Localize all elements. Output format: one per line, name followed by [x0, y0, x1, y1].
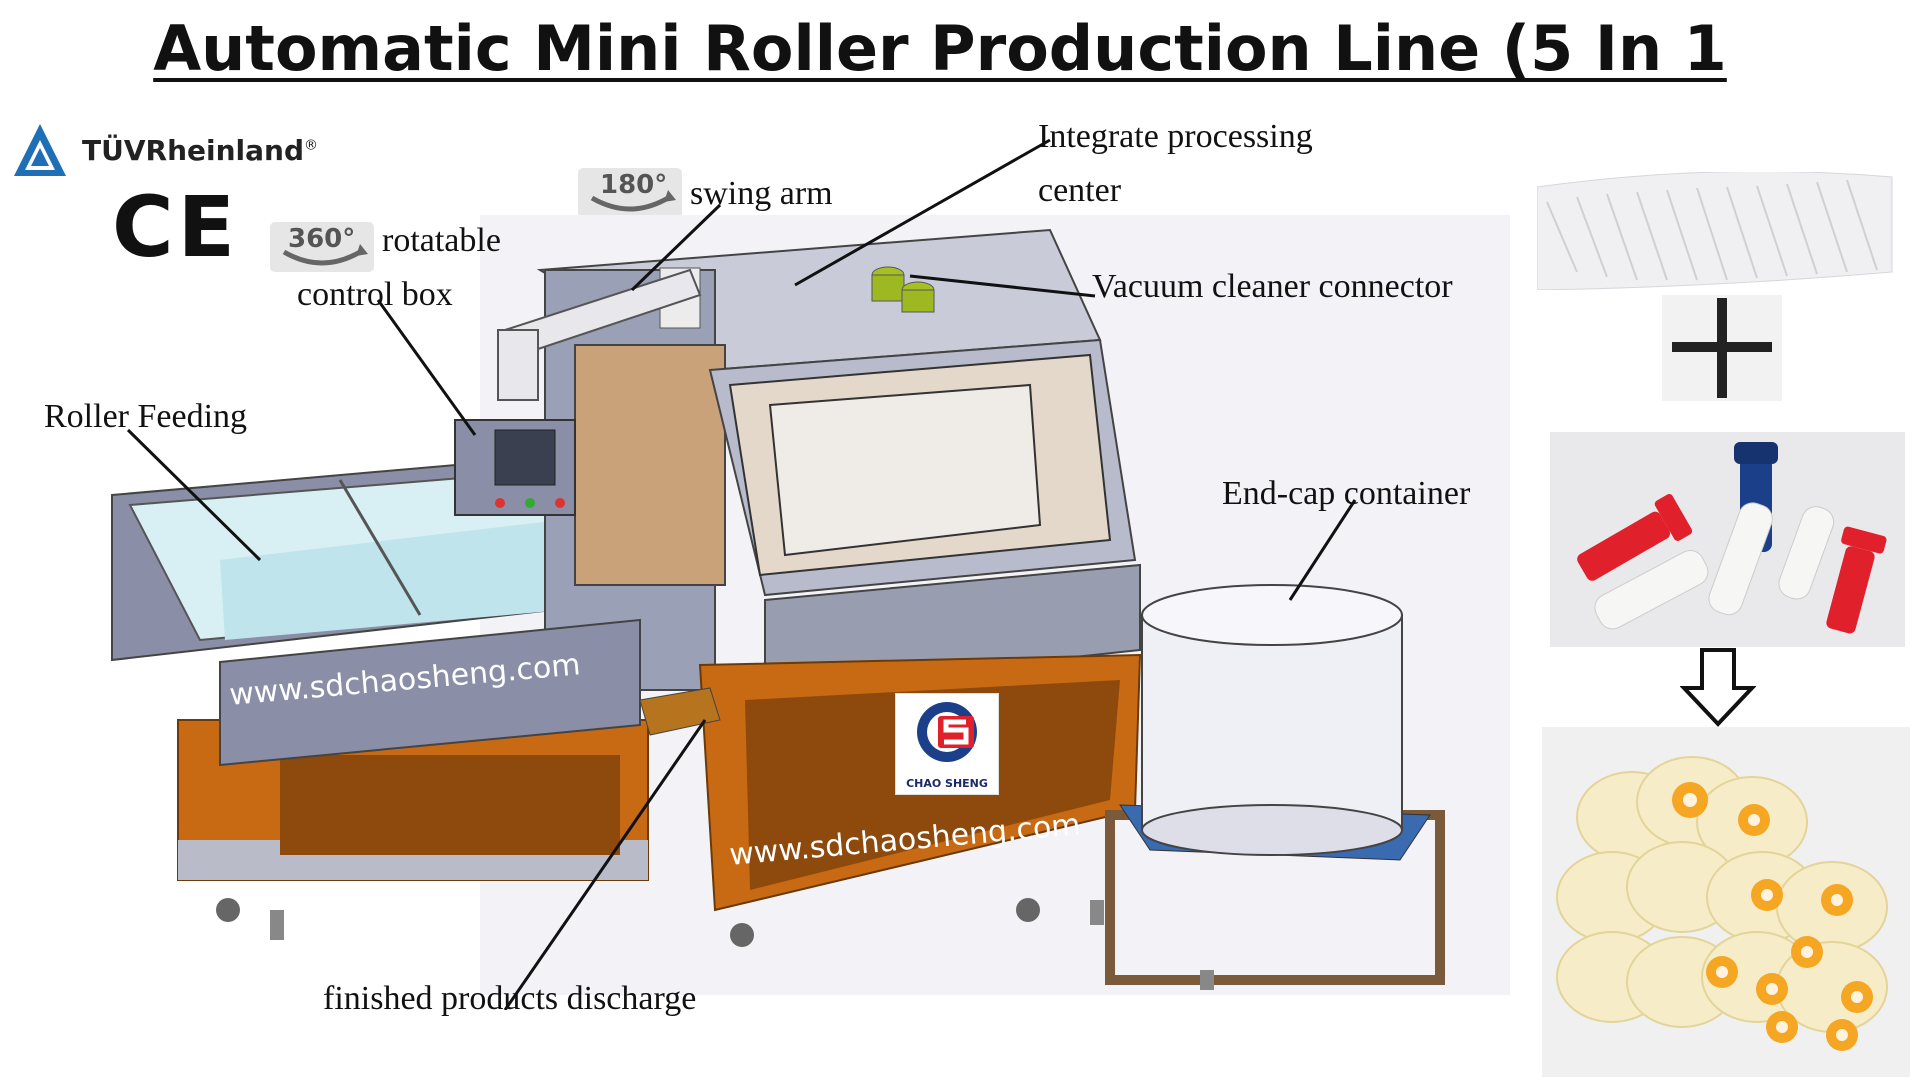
chao-sheng-logo: CHAO SHENG	[895, 693, 999, 795]
label-integrate-processing: Integrate processing	[1038, 118, 1313, 155]
production-line-machine-illustration	[111, 138, 1510, 1010]
label-swing-arm: swing arm	[690, 175, 833, 212]
chao-sheng-text: CHAO SHENG	[906, 777, 988, 790]
tuv-rheinland-logo: TÜVRheinland®	[10, 120, 320, 180]
fabric-tube-image	[1537, 172, 1897, 290]
tuv-brand-text: TÜVRheinland	[82, 134, 304, 167]
label-vacuum-cleaner-connector: Vacuum cleaner connector	[1092, 268, 1453, 305]
page-title: Automatic Mini Roller Production Line (5…	[153, 12, 1727, 85]
label-roller-feeding: Roller Feeding	[44, 398, 248, 435]
rotate-360-text: 360°	[288, 224, 356, 254]
label-end-cap-container: End-cap container	[1222, 475, 1471, 512]
rotate-360-badge: 360°	[270, 222, 374, 272]
plus-icon	[1662, 295, 1782, 401]
label-finished-products-discharge: finished products discharge	[323, 980, 697, 1017]
chao-sheng-emblem-icon	[917, 702, 977, 762]
tuv-triangle-icon	[14, 124, 66, 176]
label-control-box: control box	[297, 276, 453, 313]
label-rotatable: rotatable	[382, 222, 501, 259]
finished-mini-rollers-image	[1542, 727, 1910, 1077]
swing-180-text: 180°	[600, 170, 668, 200]
ce-mark: CE	[112, 178, 240, 276]
down-arrow-icon	[1680, 648, 1756, 727]
rotate-arrow-icon	[270, 222, 374, 272]
swing-arrow-icon	[578, 168, 682, 218]
swing-180-badge: 180°	[578, 168, 682, 218]
end-caps-image	[1550, 432, 1905, 647]
label-center: center	[1038, 172, 1122, 209]
